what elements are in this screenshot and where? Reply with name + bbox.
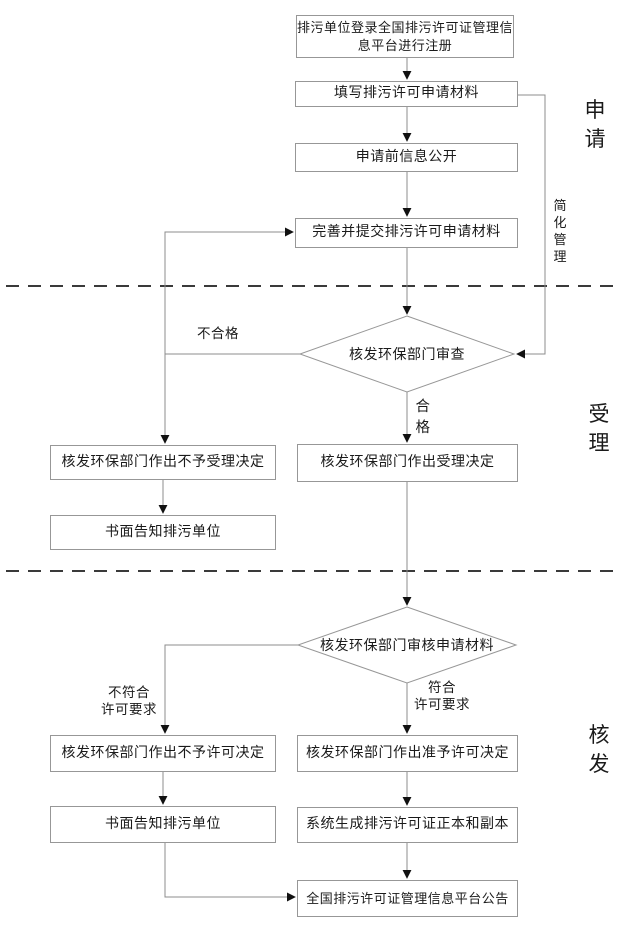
- edge-notify2-announce: [164, 843, 296, 902]
- node-generate-permit: 系统生成排污许可证正本和副本: [297, 807, 518, 843]
- node-deny-permit: 核发环保部门作出不予许可决定: [50, 735, 276, 772]
- node-register: 排污单位登录全国排污许可证管理信息平台进行注册: [296, 15, 514, 58]
- node-pre-publicity: 申请前信息公开: [295, 143, 518, 172]
- edge-label-fail: 不合格: [197, 326, 239, 341]
- node-grant-permit: 核发环保部门作出准予许可决定: [297, 735, 518, 772]
- node-examine-decision: 核发环保部门审核申请材料: [320, 639, 494, 654]
- node-acceptance-decision: 核发环保部门作出受理决定: [297, 444, 518, 482]
- edge-simplified-management: [516, 94, 546, 359]
- edge-label-meet: 符合 许可要求: [414, 680, 470, 712]
- edge-label-simplified-management: 简 化 管 理: [553, 198, 567, 264]
- phase-label-issue: 核 发: [588, 723, 610, 776]
- edge-examine-notmeet: [160, 644, 298, 734]
- node-written-notice-1: 书面告知排污单位: [50, 515, 276, 550]
- node-review-decision: 核发环保部门审查: [349, 348, 465, 363]
- node-reject-acceptance: 核发环保部门作出不予受理决定: [50, 445, 276, 480]
- node-platform-announce: 全国排污许可证管理信息平台公告: [297, 880, 518, 917]
- edge-loop-resubmit: [164, 227, 294, 354]
- phase-label-apply: 申 请: [584, 98, 606, 151]
- edge-label-not-meet: 不符合 许可要求: [101, 685, 157, 717]
- edge-label-pass: 合 格: [415, 399, 431, 436]
- phase-label-accept: 受 理: [588, 402, 610, 455]
- node-written-notice-2: 书面告知排污单位: [50, 806, 276, 843]
- node-fill-materials: 填写排污许可申请材料: [295, 81, 518, 107]
- node-submit-materials: 完善并提交排污许可申请材料: [295, 218, 518, 248]
